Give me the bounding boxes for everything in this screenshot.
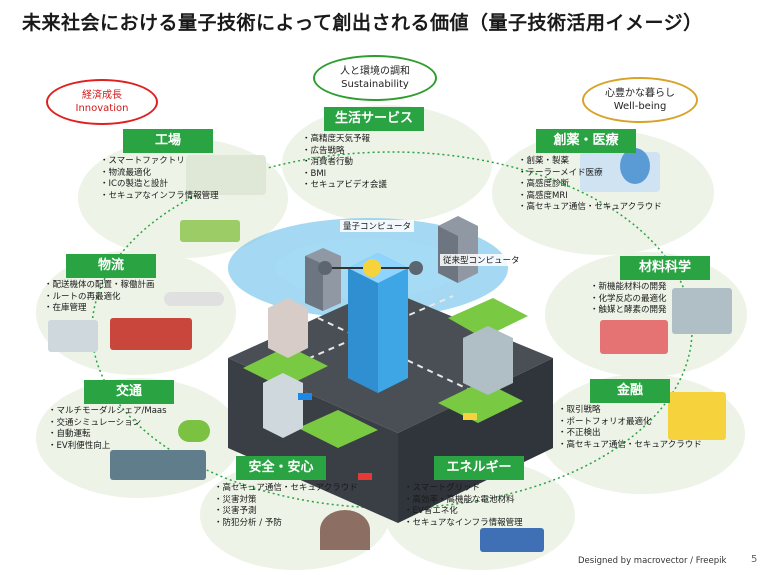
plane-illustration [164, 292, 224, 306]
classical-computer-label: 従来型コンピュータ [440, 254, 523, 266]
life-services-item: BMI [302, 169, 387, 181]
traffic-map-illustration [110, 450, 206, 480]
section-label-safety: 安全・安心 [236, 456, 326, 480]
medical-items: 創薬・製薬 テーラーメイド医療 高感度診断 高感度MRI 高セキュア通信・セキュ… [518, 156, 662, 214]
traffic-item: 交通シミュレーション [48, 418, 167, 430]
theme-sustainability: 人と環境の調和 Sustainability [313, 55, 437, 101]
section-label-traffic: 交通 [84, 380, 174, 404]
medical-item: テーラーメイド医療 [518, 168, 662, 180]
credit-footer: Designed by macrovector / Freepik [578, 556, 727, 566]
theme-sustainability-en: Sustainability [341, 79, 409, 90]
section-label-medical: 創薬・医療 [536, 129, 636, 153]
section-label-logistics: 物流 [66, 254, 156, 278]
life-services-item: 広告戦略 [302, 146, 387, 158]
logistics-item: ルートの再最適化 [44, 292, 155, 304]
finance-item: 高セキュア通信・セキュアクラウド [558, 440, 702, 452]
energy-item: スマートグリッド [404, 483, 523, 495]
page-title: 未来社会における量子技術によって創出される価値（量子技術活用イメージ） [22, 12, 703, 34]
section-label-energy: エネルギー [434, 456, 524, 480]
theme-sustainability-jp: 人と環境の調和 [340, 66, 410, 77]
life-services-item: 消費者行動 [302, 157, 387, 169]
factory-item: 物流最適化 [100, 168, 219, 180]
section-label-finance: 金融 [590, 379, 670, 403]
finance-item: 取引戦略 [558, 405, 702, 417]
factory-item: ICの製造と設計 [100, 179, 219, 191]
traffic-item: EV利便性向上 [48, 441, 167, 453]
energy-items: スマートグリッド 高効率・高機能な電池材料 EV省エネ化 セキュアなインフラ情報… [404, 483, 523, 529]
life-services-item: セキュアビデオ会議 [302, 180, 387, 192]
traffic-items: マルチモーダルシェア/Maas 交通シミュレーション 自動運転 EV利便性向上 [48, 406, 167, 452]
ev-charger-illustration [178, 420, 210, 442]
safety-item: 高セキュア通信・セキュアクラウド [214, 483, 358, 495]
medical-item: 高感度MRI [518, 191, 662, 203]
page-number: 5 [751, 554, 758, 565]
greenhouse-illustration [180, 220, 240, 242]
medical-item: 高感度診断 [518, 179, 662, 191]
energy-item: 高効率・高機能な電池材料 [404, 495, 523, 507]
finance-item: 不正検出 [558, 428, 702, 440]
safety-item: 防犯分析 / 予防 [214, 518, 358, 530]
materials-item: 触媒と酵素の開発 [590, 305, 667, 317]
life-services-items: 高精度天気予報 広告戦略 消費者行動 BMI セキュアビデオ会議 [302, 134, 387, 192]
quantum-computer-label: 量子コンピュータ [340, 220, 415, 232]
energy-item: EV省エネ化 [404, 506, 523, 518]
section-label-factory: 工場 [123, 129, 213, 153]
factory-items: スマートファクトリ 物流最適化 ICの製造と設計 セキュアなインフラ情報管理 [100, 156, 219, 202]
factory-item: セキュアなインフラ情報管理 [100, 191, 219, 203]
theme-wellbeing-jp: 心豊かな暮らし [605, 88, 675, 99]
medical-item: 高セキュア通信・セキュアクラウド [518, 202, 662, 214]
section-label-materials: 材料科学 [620, 256, 710, 280]
theme-economic-growth-jp: 経済成長 [82, 90, 122, 101]
factory-item: スマートファクトリ [100, 156, 219, 168]
life-services-item: 高精度天気予報 [302, 134, 387, 146]
materials-item: 化学反応の最適化 [590, 294, 667, 306]
materials-item: 新機能材料の開発 [590, 282, 667, 294]
solar-panel-illustration [480, 528, 544, 552]
finance-item: ポートフォリオ最適化 [558, 417, 702, 429]
section-label-life-services: 生活サービス [324, 107, 424, 131]
theme-wellbeing-en: Well-being [613, 101, 667, 112]
logistics-item: 配送機体の配置・稼働計画 [44, 280, 155, 292]
traffic-item: 自動運転 [48, 429, 167, 441]
logistics-item: 在庫管理 [44, 303, 155, 315]
central-city-illustration [228, 216, 553, 523]
finance-items: 取引戦略 ポートフォリオ最適化 不正検出 高セキュア通信・セキュアクラウド [558, 405, 702, 451]
materials-items: 新機能材料の開発 化学反応の最適化 触媒と酵素の開発 [590, 282, 667, 317]
safety-item: 災害予測 [214, 506, 358, 518]
logistics-items: 配送機体の配置・稼働計画 ルートの再最適化 在庫管理 [44, 280, 155, 315]
warehouse-illustration [48, 320, 98, 352]
medical-item: 創薬・製薬 [518, 156, 662, 168]
theme-wellbeing: 心豊かな暮らし Well-being [582, 77, 698, 123]
energy-item: セキュアなインフラ情報管理 [404, 518, 523, 530]
ship-illustration [110, 318, 192, 350]
chemical-plant-illustration [672, 288, 732, 334]
traffic-item: マルチモーダルシェア/Maas [48, 406, 167, 418]
safety-items: 高セキュア通信・セキュアクラウド 災害対策 災害予測 防犯分析 / 予防 [214, 483, 358, 529]
theme-economic-growth-en: Innovation [75, 103, 129, 114]
lab-illustration [600, 320, 668, 354]
theme-economic-growth: 経済成長 Innovation [46, 79, 158, 125]
safety-item: 災害対策 [214, 495, 358, 507]
